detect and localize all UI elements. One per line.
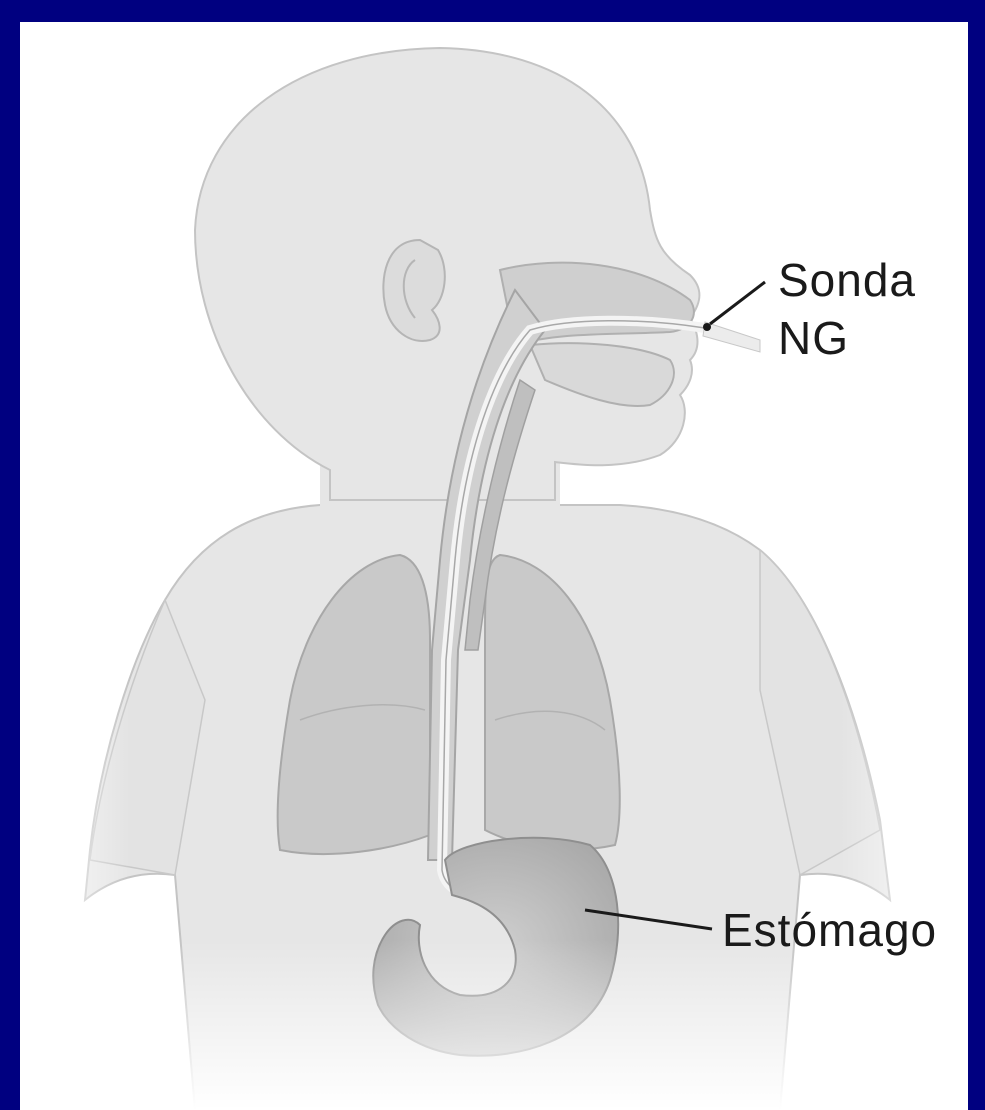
label-ng: NG (778, 312, 849, 364)
tube-external (703, 322, 760, 352)
right-fade (840, 640, 968, 1110)
ng-tube-anatomy-diagram: Sonda NG Estómago (20, 22, 968, 1110)
bottom-fade (20, 940, 968, 1110)
left-fade (20, 640, 130, 1110)
label-sonda: Sonda (778, 254, 916, 306)
tube-leader-line (710, 282, 765, 324)
illustration-panel: Sonda NG Estómago (20, 22, 968, 1110)
label-stomach: Estómago (722, 904, 937, 956)
tube-pointer-dot (703, 323, 711, 331)
